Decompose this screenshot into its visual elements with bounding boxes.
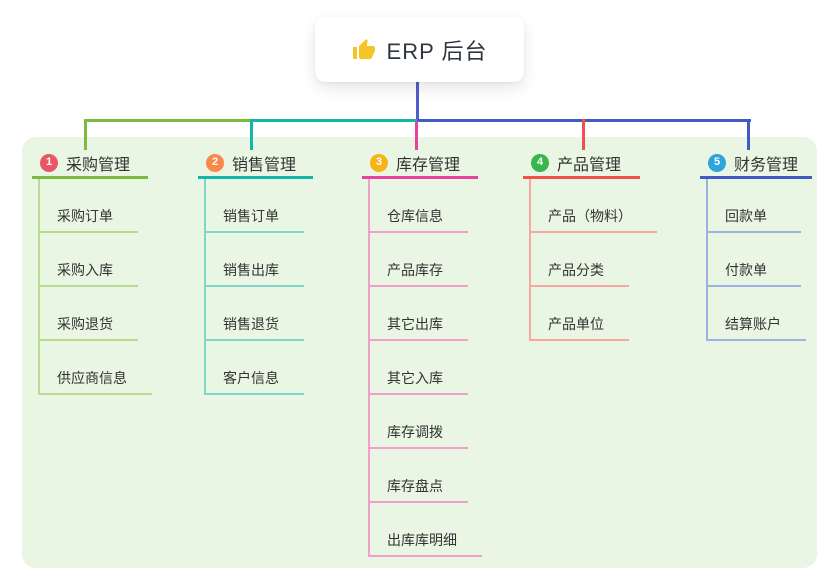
child-node[interactable]: 付款单	[708, 233, 801, 287]
child-node-label: 产品库存	[387, 262, 443, 278]
branch-node-label: 销售管理	[232, 156, 297, 174]
child-node[interactable]: 产品库存	[370, 233, 468, 287]
child-node-label: 产品分类	[548, 262, 604, 278]
child-node-label: 仓库信息	[387, 208, 443, 224]
child-node[interactable]: 采购退货	[40, 287, 138, 341]
child-node[interactable]: 采购入库	[40, 233, 138, 287]
branch-children-group: 采购订单采购入库采购退货供应商信息	[38, 179, 152, 395]
child-node[interactable]: 库存调拨	[370, 395, 468, 449]
child-node-label: 结算账户	[725, 316, 781, 332]
branch-children-group: 销售订单销售出库销售退货客户信息	[204, 179, 304, 395]
child-node[interactable]: 采购订单	[40, 179, 138, 233]
child-node[interactable]: 库存盘点	[370, 449, 468, 503]
branch-drop-connector-line	[582, 119, 585, 150]
child-node-label: 其它出库	[387, 316, 443, 332]
child-node-label: 销售出库	[223, 262, 279, 278]
branch-node[interactable]: 2 销售管理	[198, 149, 313, 179]
child-node[interactable]: 其它入库	[370, 341, 468, 395]
child-node[interactable]: 产品（物料）	[531, 179, 657, 233]
child-node-label: 付款单	[725, 262, 767, 278]
child-node[interactable]: 销售退货	[206, 287, 304, 341]
branch-drop-connector-line	[747, 119, 750, 150]
child-node-label: 客户信息	[223, 370, 279, 386]
branch-number-badge: 3	[370, 153, 388, 172]
child-node-label: 销售订单	[223, 208, 279, 224]
child-node-label: 产品单位	[548, 316, 604, 332]
child-node[interactable]: 出库库明细	[370, 503, 482, 557]
bus-connector-line	[251, 119, 419, 122]
branch-number-badge: 2	[206, 153, 224, 172]
child-node[interactable]: 供应商信息	[40, 341, 152, 395]
trunk-connector-line	[416, 80, 419, 121]
root-node-label: ERP 后台	[386, 38, 488, 64]
child-node-label: 采购退货	[57, 316, 113, 332]
child-node-label: 库存盘点	[387, 478, 443, 494]
bus-connector-line	[85, 119, 254, 122]
child-node[interactable]: 销售出库	[206, 233, 304, 287]
branch-node[interactable]: 5 财务管理	[700, 149, 812, 179]
child-node-label: 库存调拨	[387, 424, 443, 440]
branch-number-badge: 4	[531, 153, 549, 172]
child-node-label: 采购订单	[57, 208, 113, 224]
child-node-label: 回款单	[725, 208, 767, 224]
root-node[interactable]: ERP 后台	[315, 17, 524, 82]
child-node-label: 其它入库	[387, 370, 443, 386]
child-node[interactable]: 结算账户	[708, 287, 806, 341]
branch-number-badge: 1	[40, 153, 58, 172]
child-node[interactable]: 客户信息	[206, 341, 304, 395]
child-node-label: 销售退货	[223, 316, 279, 332]
branch-node-label: 财务管理	[734, 156, 799, 174]
child-node[interactable]: 其它出库	[370, 287, 468, 341]
branch-children-group: 回款单付款单结算账户	[706, 179, 806, 341]
branch-children-group: 仓库信息产品库存其它出库其它入库库存调拨库存盘点出库库明细	[368, 179, 482, 557]
branch-number-badge: 5	[708, 153, 726, 172]
child-node[interactable]: 产品单位	[531, 287, 629, 341]
child-node-label: 采购入库	[57, 262, 113, 278]
child-node[interactable]: 产品分类	[531, 233, 629, 287]
thumbs-up-icon	[352, 38, 376, 62]
mindmap-canvas	[22, 137, 817, 568]
branch-drop-connector-line	[84, 119, 87, 150]
branch-node-label: 采购管理	[66, 156, 131, 174]
branch-children-group: 产品（物料） 产品分类产品单位	[529, 179, 657, 341]
child-node[interactable]: 回款单	[708, 179, 801, 233]
branch-node[interactable]: 3 库存管理	[362, 149, 478, 179]
child-node-label: 出库库明细	[387, 532, 457, 548]
branch-node-label: 库存管理	[396, 156, 461, 174]
branch-node-label: 产品管理	[557, 156, 622, 174]
branch-node[interactable]: 4 产品管理	[523, 149, 640, 179]
child-node[interactable]: 销售订单	[206, 179, 304, 233]
child-node-label: 产品（物料）	[548, 208, 632, 224]
child-node[interactable]: 仓库信息	[370, 179, 468, 233]
branch-drop-connector-line	[415, 121, 418, 150]
branch-node[interactable]: 1 采购管理	[32, 149, 148, 179]
branch-drop-connector-line	[250, 119, 253, 150]
child-node-label: 供应商信息	[57, 370, 127, 386]
